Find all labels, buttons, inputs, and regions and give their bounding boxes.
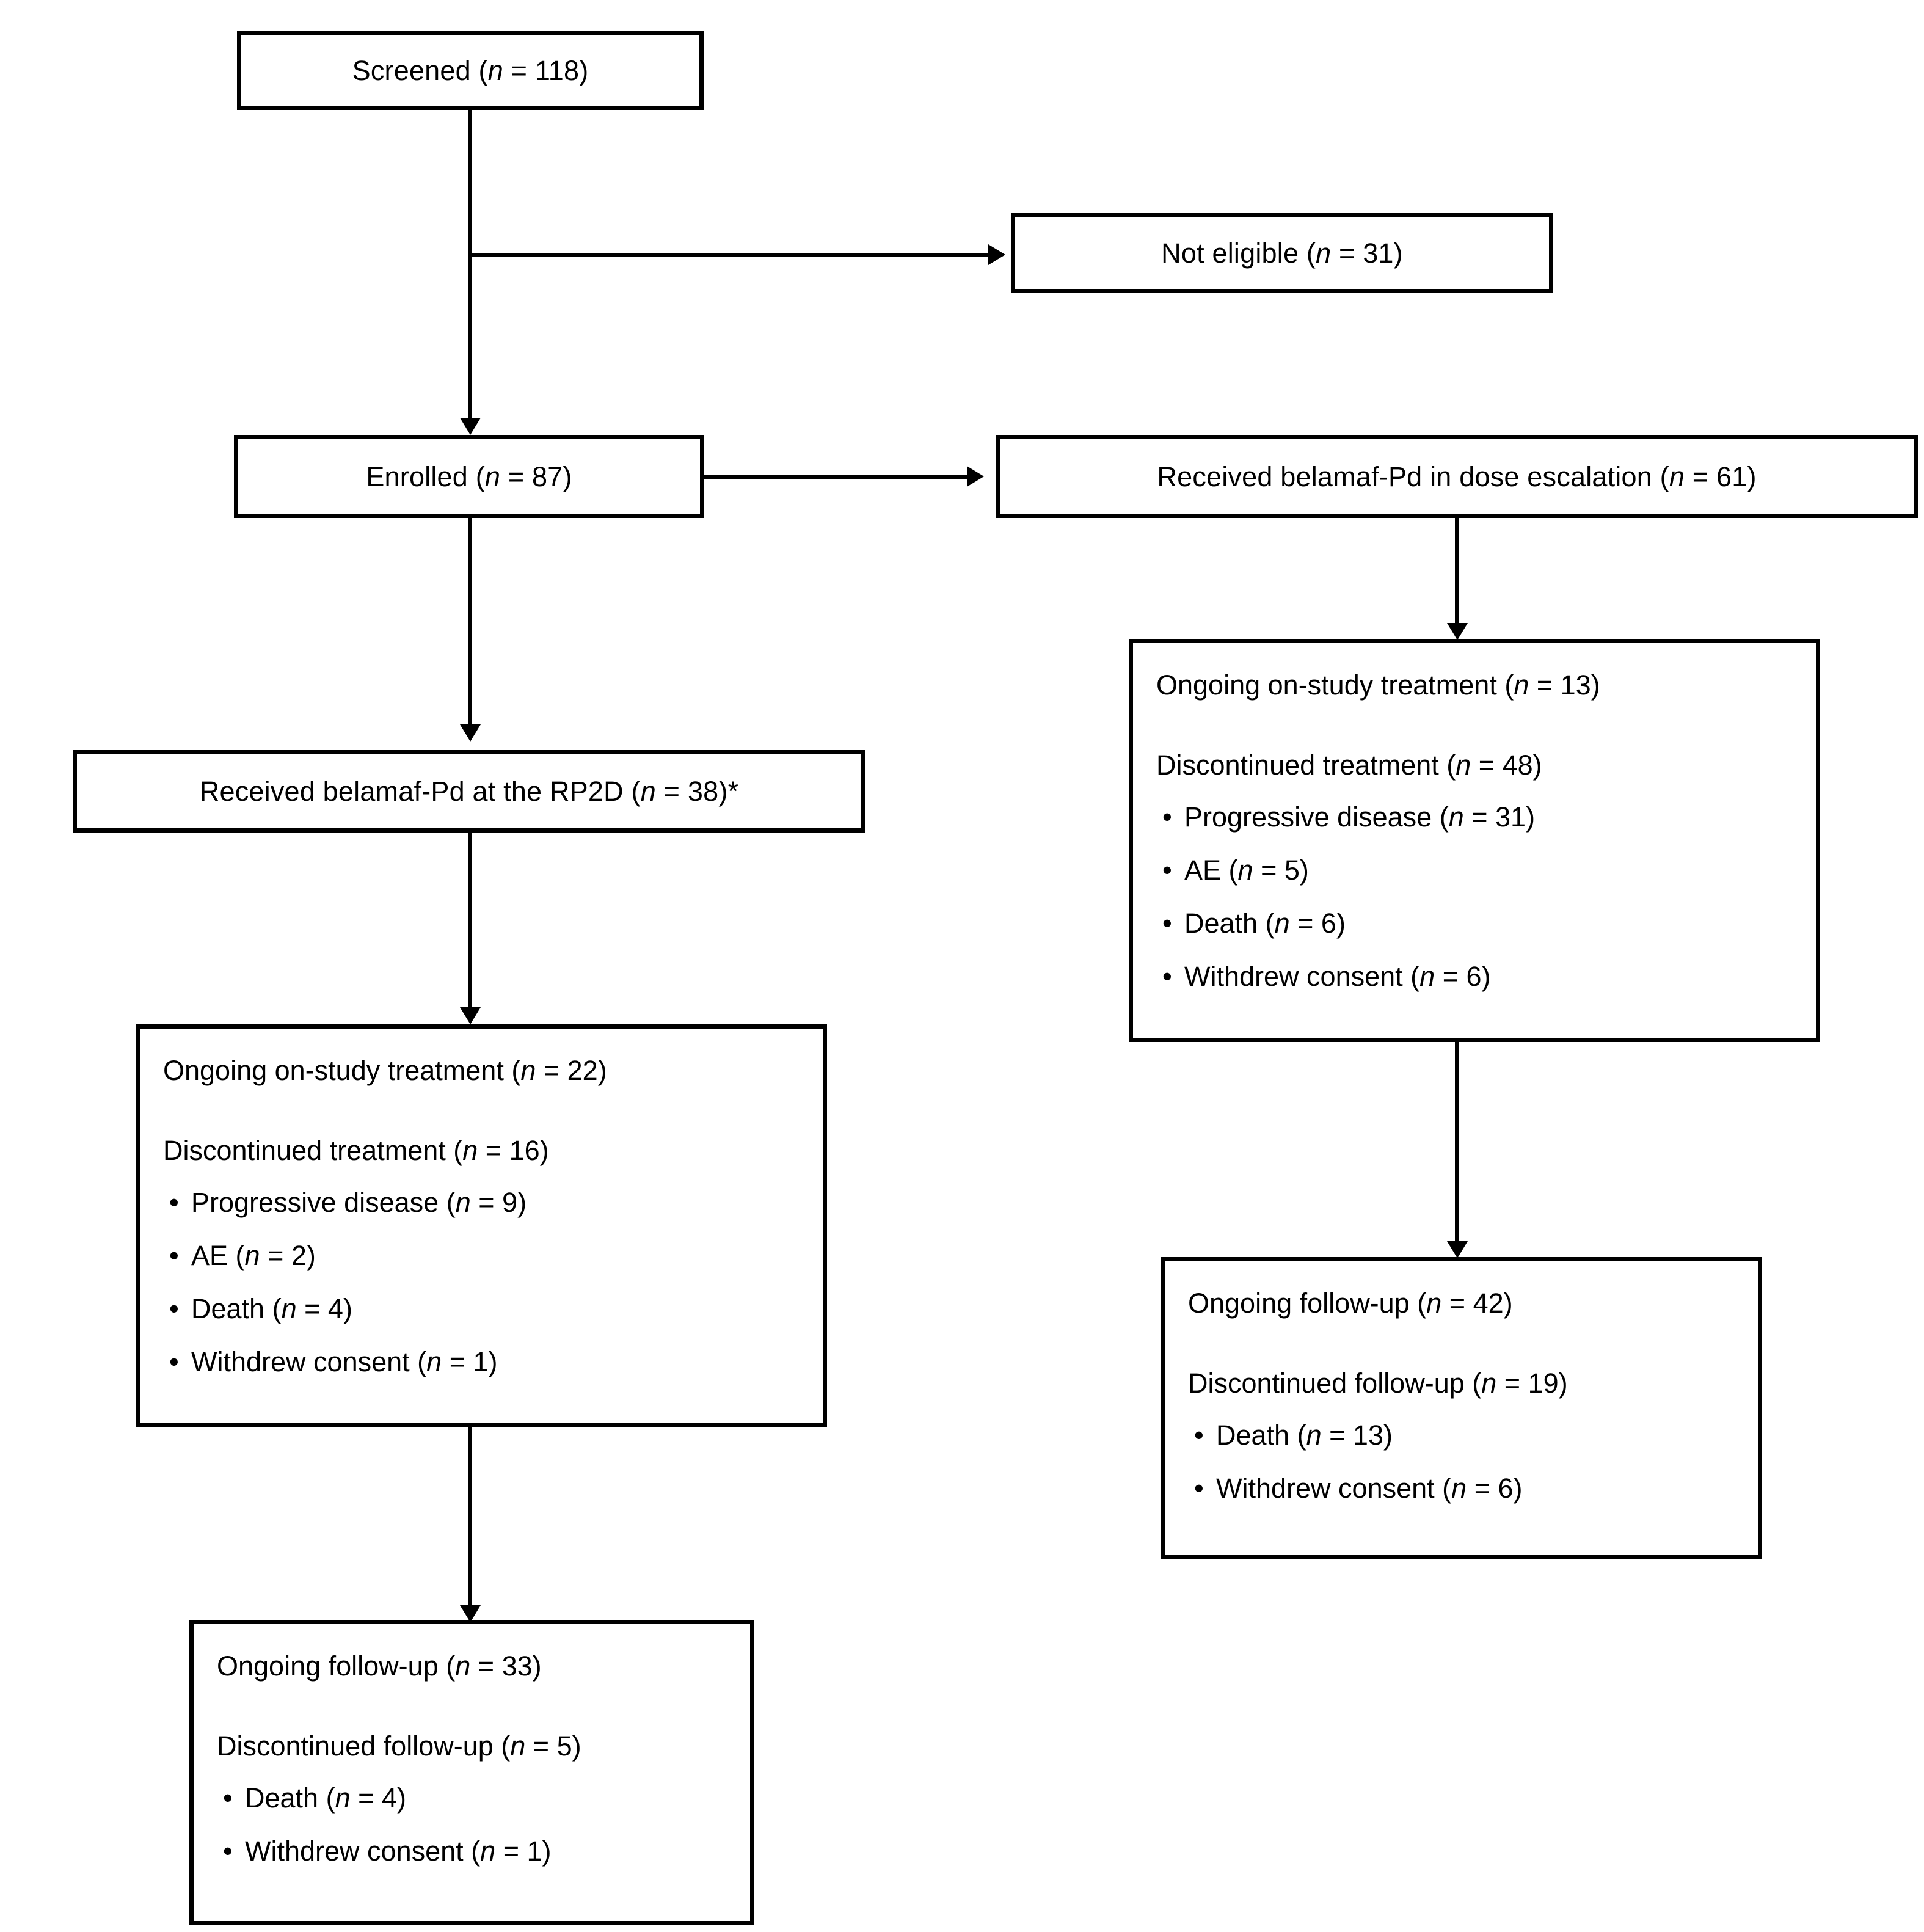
rp2d-treatment-ongoing: Ongoing on-study treatment (n = 22) bbox=[163, 1055, 607, 1086]
list-item: • Withdrew consent (n = 1) bbox=[223, 1835, 552, 1867]
spacer bbox=[1188, 1317, 1758, 1369]
connector-esc-treatment-to-esc-followup bbox=[1455, 1042, 1459, 1244]
arrowhead-to-dose-escalation bbox=[967, 466, 984, 487]
spacer bbox=[163, 1084, 823, 1137]
node-esc-followup: Ongoing follow-up (n = 42) Discontinued … bbox=[1161, 1257, 1762, 1559]
node-dose-escalation-label: Received belamaf-Pd in dose escalation (… bbox=[1157, 461, 1757, 492]
spacer bbox=[217, 1680, 750, 1732]
list-item: • Death (n = 6) bbox=[1162, 908, 1346, 939]
list-item: • Death (n = 4) bbox=[169, 1293, 352, 1324]
spacer bbox=[1156, 699, 1816, 751]
node-screened-label: Screened (n = 118) bbox=[352, 54, 589, 86]
bullet-icon: • bbox=[1162, 855, 1172, 886]
bullet-icon: • bbox=[169, 1187, 179, 1218]
bullet-icon: • bbox=[169, 1346, 179, 1377]
esc-followup-ongoing: Ongoing follow-up (n = 42) bbox=[1188, 1288, 1513, 1319]
arrowhead-screened-to-enrolled bbox=[460, 418, 481, 435]
list-item: • Withdrew consent (n = 1) bbox=[169, 1346, 498, 1377]
list-item: • Progressive disease (n = 9) bbox=[169, 1187, 527, 1218]
rp2d-followup-disc: Discontinued follow-up (n = 5) bbox=[217, 1730, 581, 1762]
list-item: • Death (n = 4) bbox=[223, 1782, 406, 1814]
arrowhead-enrolled-to-rp2d bbox=[460, 724, 481, 742]
rp2d-treatment-disc: Discontinued treatment (n = 16) bbox=[163, 1135, 549, 1166]
connector-rp2d-to-rp2d-treatment bbox=[468, 833, 472, 1010]
bullet-icon: • bbox=[1194, 1420, 1204, 1451]
bullet-icon: • bbox=[169, 1240, 179, 1271]
rp2d-followup-ongoing: Ongoing follow-up (n = 33) bbox=[217, 1650, 542, 1682]
bullet-icon: • bbox=[223, 1835, 233, 1867]
node-rp2d-followup: Ongoing follow-up (n = 33) Discontinued … bbox=[189, 1620, 754, 1925]
list-item: • AE (n = 5) bbox=[1162, 855, 1309, 886]
connector-enrolled-trunk bbox=[468, 518, 472, 726]
list-item: • AE (n = 2) bbox=[169, 1240, 316, 1271]
node-not-eligible: Not eligible (n = 31) bbox=[1011, 213, 1553, 293]
bullet-icon: • bbox=[1162, 908, 1172, 939]
esc-treatment-disc: Discontinued treatment (n = 48) bbox=[1156, 749, 1542, 781]
rp2d-treatment-reasons: • Progressive disease (n = 9) • AE (n = … bbox=[163, 1189, 823, 1376]
node-rp2d-treatment: Ongoing on-study treatment (n = 22) Disc… bbox=[136, 1024, 827, 1427]
list-item: • Progressive disease (n = 31) bbox=[1162, 801, 1536, 833]
arrowhead-to-not-eligible bbox=[988, 244, 1005, 265]
list-item: • Death (n = 13) bbox=[1194, 1420, 1393, 1451]
node-rp2d: Received belamaf-Pd at the RP2D (n = 38)… bbox=[73, 750, 865, 833]
arrowhead-to-esc-followup bbox=[1447, 1241, 1468, 1258]
list-item: • Withdrew consent (n = 6) bbox=[1194, 1473, 1523, 1504]
list-item: • Withdrew consent (n = 6) bbox=[1162, 961, 1491, 992]
esc-followup-reasons: • Death (n = 13) • Withdrew consent (n =… bbox=[1188, 1421, 1758, 1502]
connector-screened-trunk bbox=[468, 110, 472, 419]
node-screened: Screened (n = 118) bbox=[237, 31, 704, 110]
bullet-icon: • bbox=[1162, 801, 1172, 833]
bullet-icon: • bbox=[169, 1293, 179, 1324]
connector-enrolled-to-dose-escalation bbox=[704, 475, 968, 479]
bullet-icon: • bbox=[223, 1782, 233, 1814]
esc-treatment-reasons: • Progressive disease (n = 31) • AE (n =… bbox=[1156, 803, 1816, 990]
esc-followup-disc: Discontinued follow-up (n = 19) bbox=[1188, 1368, 1568, 1399]
connector-rp2d-treatment-to-rp2d-followup bbox=[468, 1427, 472, 1608]
arrowhead-to-rp2d-treatment bbox=[460, 1007, 481, 1024]
bullet-icon: • bbox=[1162, 961, 1172, 992]
esc-treatment-ongoing: Ongoing on-study treatment (n = 13) bbox=[1156, 669, 1600, 701]
rp2d-followup-reasons: • Death (n = 4) • Withdrew consent (n = … bbox=[217, 1784, 750, 1865]
node-enrolled-label: Enrolled (n = 87) bbox=[366, 461, 572, 492]
bullet-icon: • bbox=[1194, 1473, 1204, 1504]
node-dose-escalation: Received belamaf-Pd in dose escalation (… bbox=[996, 435, 1918, 518]
node-enrolled: Enrolled (n = 87) bbox=[234, 435, 704, 518]
node-not-eligible-label: Not eligible (n = 31) bbox=[1161, 238, 1403, 269]
connector-dose-escalation-to-esc-treatment bbox=[1455, 518, 1459, 625]
footnote-marker: * bbox=[727, 776, 739, 807]
connector-screened-to-not-eligible bbox=[468, 253, 990, 257]
node-rp2d-label: Received belamaf-Pd at the RP2D (n = 38)… bbox=[199, 776, 739, 807]
node-esc-treatment: Ongoing on-study treatment (n = 13) Disc… bbox=[1129, 639, 1820, 1042]
arrowhead-to-esc-treatment bbox=[1447, 623, 1468, 640]
arrowhead-to-rp2d-followup bbox=[460, 1605, 481, 1622]
